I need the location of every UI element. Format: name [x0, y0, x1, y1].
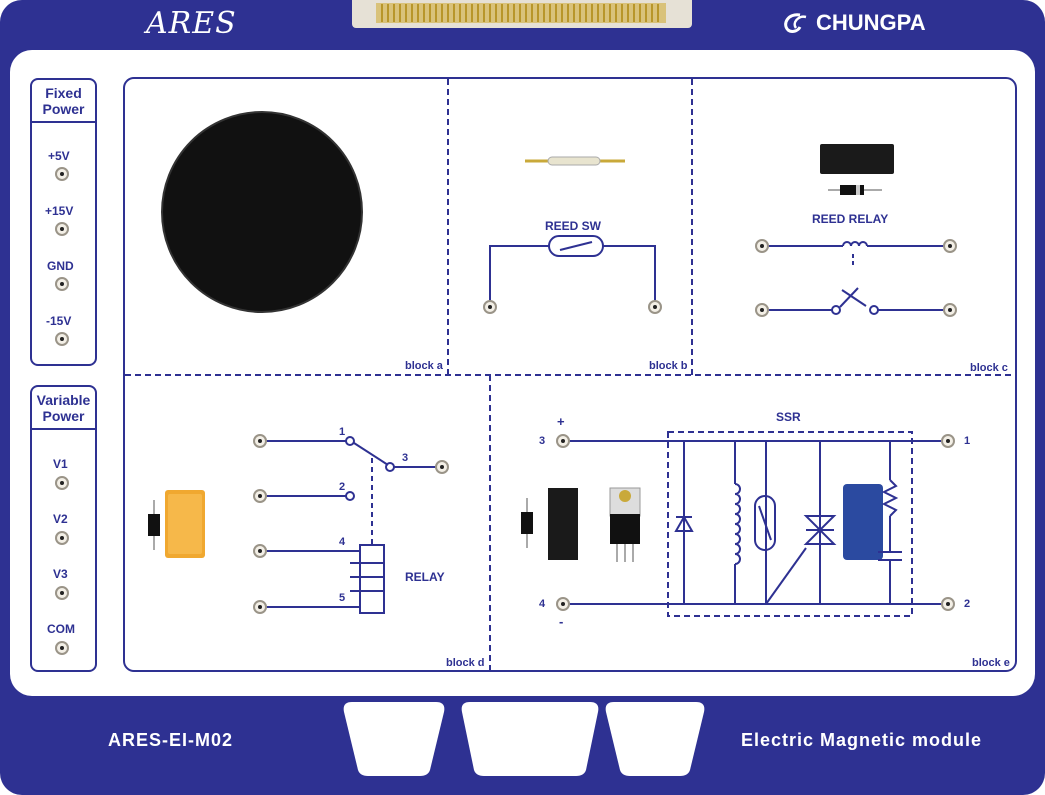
disc-magnet	[162, 112, 362, 312]
ssr-pin-2: 2	[964, 598, 971, 610]
variable-power-group: Variable Power	[30, 385, 97, 672]
relay-pin-2: 2	[339, 481, 346, 493]
ssr-terminal-1[interactable]	[941, 434, 955, 448]
model-number: ARES-EI-M02	[108, 730, 234, 750]
reed-relay-symbol	[762, 241, 950, 315]
block-b-label: block b	[649, 360, 688, 372]
relay-pin-3: 3	[402, 452, 409, 464]
chungpa-logo: CHUNGPA	[780, 10, 926, 36]
variable-power-label-v3: V3	[53, 567, 68, 581]
edge-connector	[352, 0, 692, 28]
blocks-frame	[123, 77, 1017, 672]
ssr-symbol	[563, 431, 948, 617]
ssr-label: SSR	[776, 410, 801, 424]
ssr-terminal-4[interactable]	[556, 597, 570, 611]
variable-power-title-2: Power	[42, 408, 85, 424]
ssr-pin-1: 1	[964, 435, 971, 447]
cutout-middle	[461, 702, 599, 776]
ssr-pin-3: 3	[539, 435, 546, 447]
reed-switch-terminal-right[interactable]	[648, 300, 662, 314]
block-a-label: block a	[405, 360, 443, 372]
relay-terminal-5[interactable]	[253, 600, 267, 614]
variable-power-divider	[32, 428, 95, 430]
relay-pin-1: 1	[339, 426, 346, 438]
ssr-plus-sign: +	[557, 414, 565, 429]
ssr-components	[521, 484, 883, 562]
variable-power-terminal-v1[interactable]	[55, 476, 69, 490]
reed-relay-terminal-coil-left[interactable]	[755, 239, 769, 253]
reed-relay-terminal-coil-right[interactable]	[943, 239, 957, 253]
reed-relay-terminal-contact-left[interactable]	[755, 303, 769, 317]
variable-power-label-v1: V1	[53, 457, 68, 471]
block-d-label: block d	[446, 657, 485, 669]
ssr-terminal-3[interactable]	[556, 434, 570, 448]
reed-relay-label: REED RELAY	[812, 212, 889, 226]
relay-label: RELAY	[405, 570, 445, 584]
chungpa-logo-text: CHUNGPA	[816, 10, 926, 35]
fixed-power-title-2: Power	[42, 101, 85, 117]
relay-pin-4: 4	[339, 536, 346, 548]
relay-component	[148, 490, 205, 558]
ares-logo: ARES	[146, 6, 237, 41]
fixed-power-title-1: Fixed	[45, 85, 82, 101]
reed-switch-symbol	[489, 235, 656, 307]
fixed-power-terminal-15v[interactable]	[55, 222, 69, 236]
fixed-power-label-gnd: GND	[47, 259, 74, 273]
relay-terminal-4[interactable]	[253, 544, 267, 558]
relay-terminal-3[interactable]	[435, 460, 449, 474]
fixed-power-group: Fixed Power	[30, 78, 97, 366]
fixed-power-divider	[32, 121, 95, 123]
variable-power-terminal-com[interactable]	[55, 641, 69, 655]
fixed-power-terminal-5v[interactable]	[55, 167, 69, 181]
fixed-power-label-neg15v: -15V	[46, 314, 72, 328]
relay-terminal-2[interactable]	[253, 489, 267, 503]
block-c-label: block c	[970, 362, 1008, 374]
fixed-power-terminal-neg15v[interactable]	[55, 332, 69, 346]
cutout-left	[343, 702, 445, 776]
edge-connector-pins	[376, 3, 666, 23]
variable-power-terminal-v3[interactable]	[55, 586, 69, 600]
variable-power-title-1: Variable	[36, 392, 91, 408]
ssr-pin-4: 4	[539, 598, 546, 610]
relay-symbol	[260, 436, 442, 614]
relay-pin-5: 5	[339, 592, 346, 604]
cutout-right	[605, 702, 705, 776]
reed-relay-component	[820, 144, 894, 195]
reed-switch-terminal-left[interactable]	[483, 300, 497, 314]
chungpa-logo-icon	[784, 13, 807, 33]
variable-power-terminal-v2[interactable]	[55, 531, 69, 545]
reed-switch-label: REED SW	[545, 219, 602, 233]
fixed-power-terminal-gnd[interactable]	[55, 277, 69, 291]
reed-relay-terminal-contact-right[interactable]	[943, 303, 957, 317]
ssr-minus-sign: -	[559, 614, 564, 629]
variable-power-label-com: COM	[47, 622, 75, 636]
module-name: Electric Magnetic module	[741, 730, 983, 750]
relay-terminal-1[interactable]	[253, 434, 267, 448]
block-e-label: block e	[972, 657, 1010, 669]
variable-power-label-v2: V2	[53, 512, 68, 526]
fixed-power-label-15v: +15V	[45, 204, 74, 218]
reed-switch-component	[525, 156, 625, 166]
ssr-terminal-2[interactable]	[941, 597, 955, 611]
fixed-power-label-5v: +5V	[48, 149, 70, 163]
